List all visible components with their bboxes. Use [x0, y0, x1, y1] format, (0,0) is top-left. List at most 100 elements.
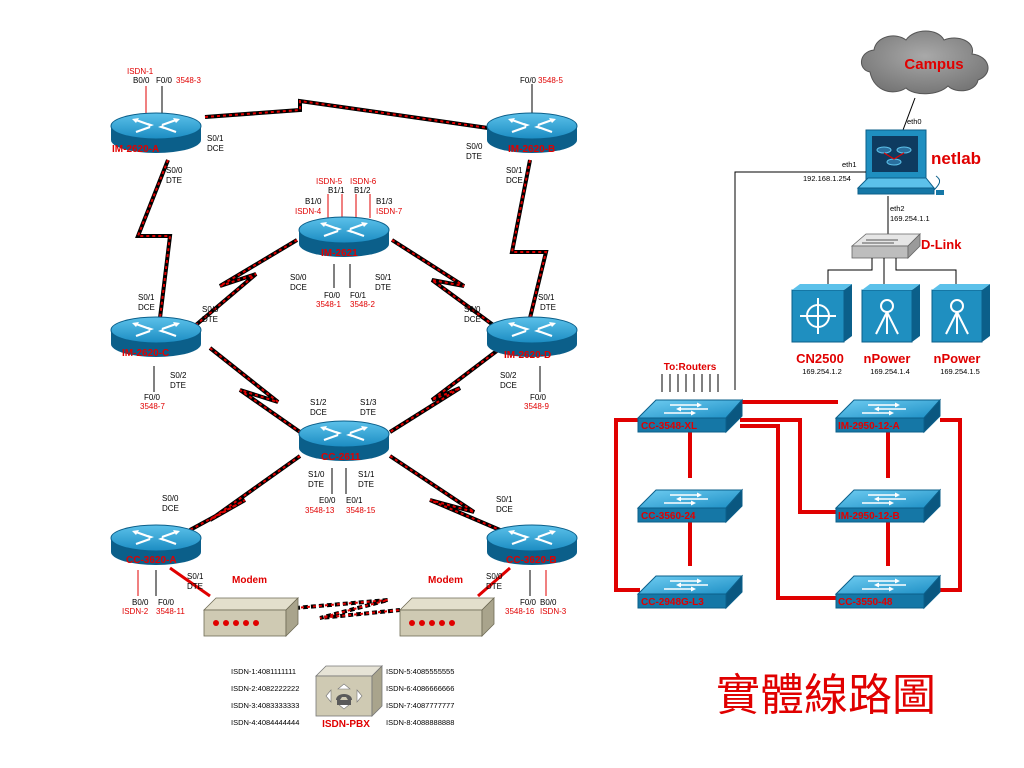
port-label: S0/1	[138, 293, 155, 302]
port-label: B1/0	[305, 197, 322, 206]
port-label: DTE	[466, 152, 482, 161]
port-label: ISDN-5	[316, 177, 343, 186]
isdn-number: ISDN-8:4088888888	[386, 718, 454, 727]
port-label: DCE	[207, 144, 224, 153]
port-label: E0/1	[346, 496, 363, 505]
port-label: ISDN-6	[350, 177, 377, 186]
port-label: 3548-3	[176, 76, 201, 85]
campus-cloud: Campus	[861, 30, 989, 95]
port-label: DCE	[310, 408, 327, 417]
port-label: S1/1	[358, 470, 375, 479]
port-label: DTE	[166, 176, 182, 185]
dlink-hub[interactable]	[850, 233, 921, 259]
switch-links	[614, 400, 962, 600]
npower-device-1[interactable]	[861, 284, 920, 343]
im-2950-12-a-label: IM-2950-12-A	[838, 421, 900, 432]
campus-label: Campus	[904, 56, 963, 73]
port-label: F0/1	[350, 291, 367, 300]
diagram-title: 實體線路圖	[716, 670, 936, 721]
port-label: ISDN-3	[540, 607, 567, 616]
port-label: DTE	[170, 381, 186, 390]
port-label: 3548-1	[316, 300, 341, 309]
cn2500-ip: 169.254.1.2	[802, 367, 842, 376]
npower-1-ip: 169.254.1.4	[870, 367, 910, 376]
netlab-server[interactable]	[856, 129, 944, 195]
cc-3550-48-label: CC-3550-48	[838, 597, 893, 608]
port-label: B0/0	[132, 598, 149, 607]
npower-2-ip: 169.254.1.5	[940, 367, 980, 376]
serial-links	[135, 98, 549, 620]
port-label: 3548-9	[524, 402, 549, 411]
port-label: F0/0	[156, 76, 173, 85]
cn2500-label: CN2500	[796, 351, 844, 366]
netlab-eth1-ip: 192.168.1.254	[803, 174, 851, 183]
port-label: ISDN-1	[127, 67, 154, 76]
modem-left-label: Modem	[232, 575, 267, 586]
isdn-number: ISDN-2:4082222222	[231, 684, 299, 693]
isdn-pbx-label: ISDN-PBX	[322, 719, 370, 730]
link-netlab-to-routers	[734, 171, 866, 390]
port-label: DCE	[138, 303, 155, 312]
port-label: B1/2	[354, 186, 371, 195]
modem-right[interactable]	[399, 597, 495, 637]
netlab-eth0-label: eth0	[907, 117, 922, 126]
port-label: S0/0	[202, 305, 219, 314]
modem-right-label: Modem	[428, 575, 463, 586]
isdn-pbx[interactable]	[315, 665, 383, 717]
npower-device-2[interactable]	[931, 284, 990, 343]
port-label: S1/3	[360, 398, 377, 407]
link-cc3620b-modem	[477, 566, 511, 598]
port-label: DCE	[496, 505, 513, 514]
port-label: S0/2	[500, 371, 517, 380]
cc-3548-xl-label: CC-3548-XL	[641, 421, 697, 432]
port-label: S0/0	[290, 273, 307, 282]
port-label: S1/0	[308, 470, 325, 479]
link-cc3620a-modem	[169, 566, 211, 598]
port-label: DTE	[187, 582, 203, 591]
port-label: S0/1	[538, 293, 555, 302]
port-labels: ISDN-1 B0/0 F0/0 3548-3 S0/1 DCE S0/0 DT…	[122, 67, 567, 616]
port-label: E0/0	[319, 496, 336, 505]
port-label: DTE	[358, 480, 374, 489]
port-label: B1/3	[376, 197, 393, 206]
port-label: DCE	[162, 504, 179, 513]
port-label: B0/0	[133, 76, 150, 85]
port-label: S0/1	[496, 495, 513, 504]
port-label: ISDN-2	[122, 607, 149, 616]
port-label: DCE	[500, 381, 517, 390]
netlab-label: netlab	[931, 149, 981, 168]
port-label: ISDN-4	[295, 207, 322, 216]
port-label: 3548-16	[505, 607, 535, 616]
router-drop-lines	[137, 84, 547, 596]
cc-2611-label: CC-2611	[321, 452, 361, 463]
port-label: DTE	[202, 315, 218, 324]
isdn-number: ISDN-4:4084444444	[231, 718, 299, 727]
cc-3620-a-label: CC-3620-A	[126, 555, 177, 566]
port-label: S0/1	[207, 134, 224, 143]
isdn-number: ISDN-5:4085555555	[386, 667, 454, 676]
cc-2948g-l3-label: CC-2948G-L3	[641, 597, 704, 608]
port-label: DCE	[290, 283, 307, 292]
port-label: DTE	[540, 303, 556, 312]
port-label: 3548-7	[140, 402, 165, 411]
port-label: 3548-11	[156, 607, 185, 616]
isdn-number: ISDN-7:4087777777	[386, 701, 454, 710]
port-label: DCE	[506, 176, 523, 185]
modem-left[interactable]	[203, 597, 299, 637]
port-label: 3548-13	[305, 506, 335, 515]
im-2620-a-label: IM-2620-A	[112, 144, 159, 155]
cc-3620-b-label: CC-3620-B	[506, 555, 557, 566]
port-label: S0/0	[464, 305, 481, 314]
isdn-number: ISDN-6:4086666666	[386, 684, 454, 693]
port-label: F0/0	[158, 598, 175, 607]
netlab-eth1-label: eth1	[842, 160, 857, 169]
port-label: DTE	[375, 283, 391, 292]
isdn-number: ISDN-3:4083333333	[231, 701, 299, 710]
npower-1-label: nPower	[864, 351, 911, 366]
netlab-eth2-label: eth2	[890, 204, 905, 213]
cn2500-device[interactable]	[791, 284, 852, 343]
im-2950-12-b-label: IM-2950-12-B	[838, 511, 900, 522]
im-2620-b-label: IM-2620-B	[508, 144, 555, 155]
npower-2-label: nPower	[934, 351, 981, 366]
port-label: S0/1	[375, 273, 392, 282]
